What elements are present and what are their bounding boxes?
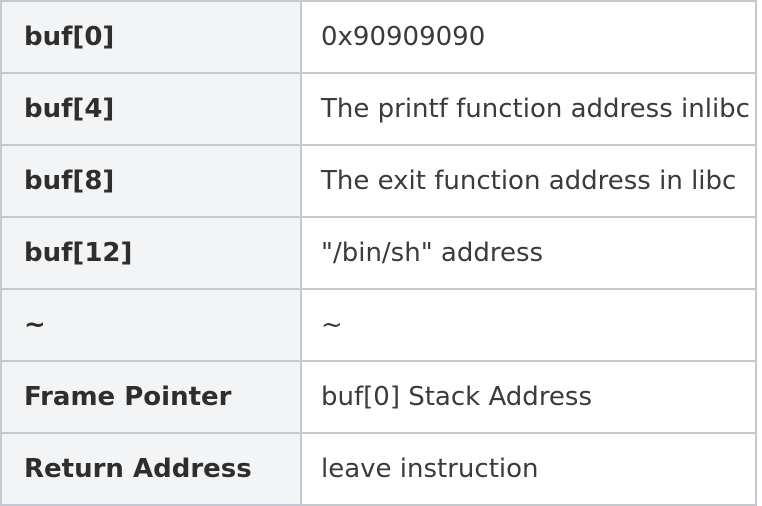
table-row: buf[8] The exit function address in libc bbox=[0, 144, 757, 218]
row-label-cell: Return Address bbox=[0, 432, 302, 506]
row-value-cell: The printf function address inlibc bbox=[300, 72, 757, 146]
row-value-cell: The exit function address in libc bbox=[300, 144, 757, 218]
table-row: buf[0] 0x90909090 bbox=[0, 0, 757, 74]
table-row: buf[4] The printf function address inlib… bbox=[0, 72, 757, 146]
row-label-cell: ~ bbox=[0, 288, 302, 362]
row-value-cell: 0x90909090 bbox=[300, 0, 757, 74]
table-row: ~ ~ bbox=[0, 288, 757, 362]
table-row: Frame Pointer buf[0] Stack Address bbox=[0, 360, 757, 434]
table-row: Return Address leave instruction bbox=[0, 432, 757, 506]
row-value-cell: ~ bbox=[300, 288, 757, 362]
table-row: buf[12] "/bin/sh" address bbox=[0, 216, 757, 290]
row-value-cell: "/bin/sh" address bbox=[300, 216, 757, 290]
row-label-cell: buf[4] bbox=[0, 72, 302, 146]
row-label-cell: Frame Pointer bbox=[0, 360, 302, 434]
row-label-cell: buf[12] bbox=[0, 216, 302, 290]
row-label-cell: buf[0] bbox=[0, 0, 302, 74]
row-value-cell: buf[0] Stack Address bbox=[300, 360, 757, 434]
row-value-cell: leave instruction bbox=[300, 432, 757, 506]
row-label-cell: buf[8] bbox=[0, 144, 302, 218]
